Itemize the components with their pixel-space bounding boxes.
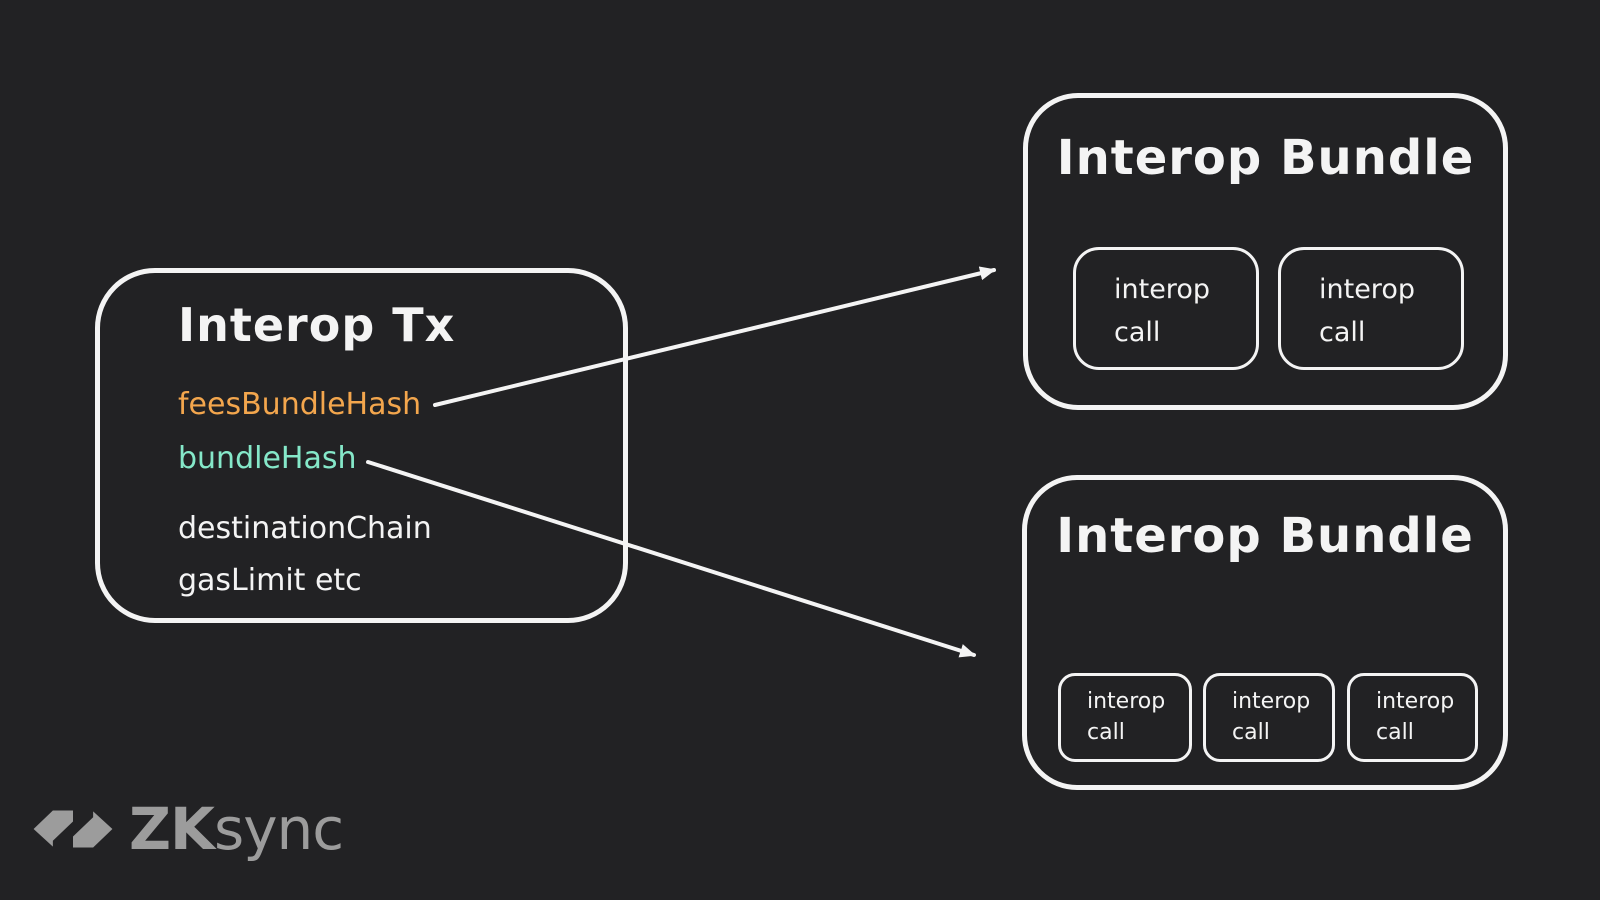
interop-call-label: interop call (1061, 676, 1189, 748)
zksync-arrows-icon (33, 810, 113, 848)
field-bundlehash: bundleHash (178, 441, 357, 476)
interop-call-label: interop call (1206, 676, 1332, 748)
interop-call-label: interop call (1281, 250, 1461, 354)
call-label-line: interop (1114, 274, 1210, 305)
interop-call-box: interop call (1203, 673, 1335, 762)
zksync-logo-text: ZKsync (129, 800, 344, 858)
field-feesbundlehash: feesBundleHash (178, 387, 422, 422)
interop-tx-box: Interop Tx feesBundleHash bundleHash des… (95, 268, 628, 623)
arrow-bundlehash-to-bottom-bundle (366, 460, 976, 658)
call-label-line: call (1232, 720, 1270, 745)
interop-call-box: interop call (1347, 673, 1478, 762)
interop-bundle-bottom-box: Interop Bundle interop call interop call… (1022, 475, 1508, 790)
arrow-feesbundlehash-to-top-bundle (433, 266, 996, 407)
logo-text-zk: ZK (129, 795, 215, 863)
call-label-line: interop (1376, 689, 1455, 714)
interop-bundle-top-title: Interop Bundle (1056, 130, 1475, 186)
interop-call-label: interop call (1350, 676, 1475, 748)
call-label-line: call (1114, 317, 1161, 348)
field-gaslimit: gasLimit etc (178, 563, 362, 598)
interop-call-box: interop call (1073, 247, 1259, 370)
call-label-line: call (1376, 720, 1414, 745)
interop-bundle-top-box: Interop Bundle interop call interop call (1023, 93, 1508, 410)
zksync-logo: ZKsync (28, 800, 344, 858)
logo-text-sync: sync (214, 795, 344, 863)
field-destinationchain: destinationChain (178, 511, 432, 546)
interop-call-label: interop call (1076, 250, 1256, 354)
interop-call-box: interop call (1058, 673, 1192, 762)
call-label-line: call (1087, 720, 1125, 745)
interop-call-box: interop call (1278, 247, 1464, 370)
interop-tx-title: Interop Tx (178, 298, 456, 352)
call-label-line: interop (1232, 689, 1311, 714)
call-label-line: interop (1087, 689, 1166, 714)
call-label-line: interop (1319, 274, 1415, 305)
interop-bundle-bottom-title: Interop Bundle (1056, 508, 1474, 564)
call-label-line: call (1319, 317, 1366, 348)
